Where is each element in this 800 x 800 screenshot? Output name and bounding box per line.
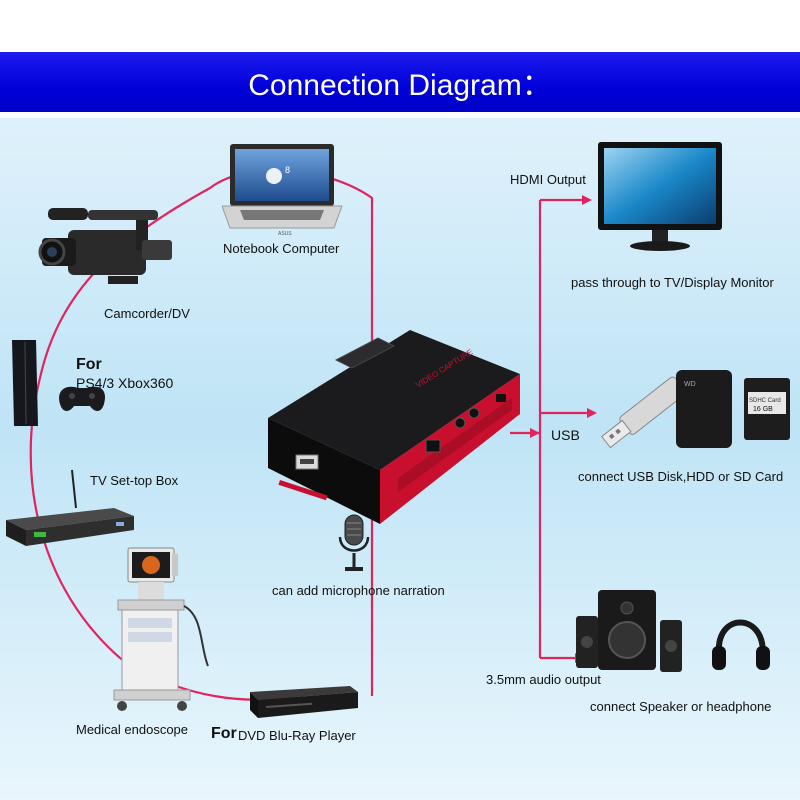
usb-storage-icon: WD SDHC Card 16 GB bbox=[601, 370, 790, 449]
camcorder-label: Camcorder/DV bbox=[104, 306, 190, 321]
speaker-headphone-icon bbox=[576, 590, 770, 672]
capture-out-arrow bbox=[530, 428, 540, 438]
game-console-icon bbox=[12, 340, 106, 426]
console-label: PS4/3 Xbox360 bbox=[76, 375, 174, 391]
hdmi-output-arrow bbox=[582, 195, 592, 205]
audio-output-label: 3.5mm audio output bbox=[486, 672, 601, 687]
sd-size: 16 GB bbox=[753, 406, 773, 413]
display-monitor-icon bbox=[598, 142, 722, 251]
set-top-box-label: TV Set-top Box bbox=[90, 473, 179, 488]
camcorder-icon bbox=[38, 208, 172, 284]
microphone-icon bbox=[338, 514, 370, 571]
usb-output-arrow bbox=[587, 408, 597, 418]
dvd-label: DVD Blu-Ray Player bbox=[238, 728, 356, 743]
usb-storage-label: connect USB Disk,HDD or SD Card bbox=[578, 469, 784, 484]
usb-label: USB bbox=[551, 427, 580, 443]
dvd-player-icon bbox=[250, 686, 358, 718]
video-capture-device: VIDEO CAPTURE bbox=[268, 330, 520, 524]
for-console-label: For bbox=[76, 356, 102, 373]
diagram-stage: 8 ASUS Notebook Computer Camcorder/DV Fo… bbox=[0, 118, 800, 800]
laptop-brand: ASUS bbox=[278, 231, 292, 237]
sd-type: SDHC Card bbox=[749, 398, 781, 404]
diagram-title: Connection Diagram： bbox=[248, 69, 552, 102]
microphone-label: can add microphone narration bbox=[272, 583, 445, 598]
monitor-label: pass through to TV/Display Monitor bbox=[571, 275, 774, 290]
title-banner: Connection Diagram： bbox=[0, 52, 800, 112]
for-dvd-label: For bbox=[211, 725, 237, 742]
laptop-os-number: 8 bbox=[285, 165, 290, 175]
hdd-brand: WD bbox=[684, 381, 696, 388]
medical-endoscope-icon bbox=[113, 547, 209, 711]
set-top-box-icon bbox=[6, 469, 134, 546]
notebook-label: Notebook Computer bbox=[223, 241, 340, 256]
hdmi-output-label: HDMI Output bbox=[510, 172, 586, 187]
notebook-computer-icon: 8 ASUS bbox=[222, 144, 343, 237]
speaker-label: connect Speaker or headphone bbox=[590, 699, 772, 714]
endoscope-label: Medical endoscope bbox=[76, 722, 189, 737]
